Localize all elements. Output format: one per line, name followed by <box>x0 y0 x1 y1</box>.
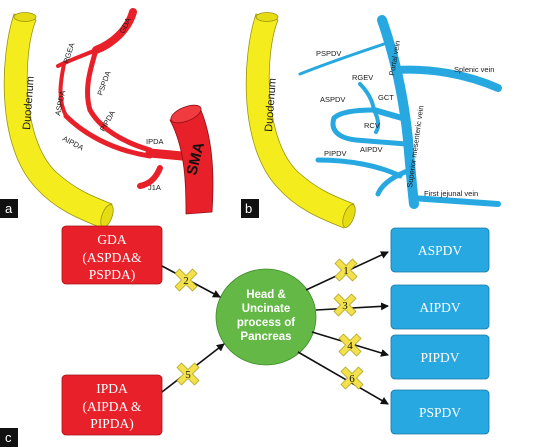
pancreas-node <box>215 268 317 366</box>
aipdv-box <box>390 284 490 330</box>
pancreas-line4: Pancreas <box>240 331 291 343</box>
x-marker-label: 6 <box>349 373 355 385</box>
pipdv-box-label: PIPDV <box>420 350 459 365</box>
aipdv-box-label: AIPDV <box>419 300 461 315</box>
panel-c: GDA (ASPDA& PSPDA) IPDA (AIPDA & PIPDA) … <box>0 225 490 447</box>
panel-a-tag-bg <box>0 199 18 218</box>
x-marker-6: 6 <box>340 366 364 390</box>
pancreas-line1: Head & <box>246 289 286 301</box>
panel-a-tag: a <box>5 201 13 216</box>
j1a-vessel <box>137 165 163 189</box>
pspda-vessel <box>85 47 99 113</box>
label-rgev: RGEV <box>352 73 373 82</box>
label-j1a: J1A <box>148 183 161 192</box>
rgev-vessel <box>358 82 376 112</box>
arrow-pancreas-to-pspdv <box>297 351 389 405</box>
panel-c-tag: c <box>5 430 12 445</box>
panel-b: Duodenum PSPDV Portal vein Splenic vein … <box>241 12 502 229</box>
x-marker-2: 2 <box>174 268 198 292</box>
portal-smv-trunk <box>377 15 419 209</box>
x-marker-3: 3 <box>333 293 357 317</box>
duodenum-label-b: Duodenum <box>263 78 279 133</box>
label-ipda: IPDA <box>146 137 164 146</box>
gda-box-line1: GDA <box>97 232 126 247</box>
ipda-box-line1: IPDA <box>96 381 128 396</box>
aipda-vessel <box>63 113 153 159</box>
duodenum-shape-b <box>245 13 355 229</box>
aspdv-box <box>390 227 490 273</box>
x-marker-label: 5 <box>185 369 191 381</box>
pspdv-box <box>390 389 490 435</box>
aspdv-vessel <box>331 107 377 121</box>
sma-vessel <box>169 107 214 215</box>
panel-a: Duodenum GDA RGEA PSPDA ASPDA PIPDA AIPD… <box>0 8 214 229</box>
x-marker-label: 1 <box>343 265 349 277</box>
ipda-vessel <box>145 148 187 161</box>
label-rcv: RCV <box>364 121 380 130</box>
panel-c-tag-bg <box>0 428 18 447</box>
lower-branch-vessel <box>375 167 413 197</box>
ipda-box-line3: PIPDA) <box>90 416 134 431</box>
label-pipdv: PIPDV <box>324 149 347 158</box>
pancreas-line2: Uncinate <box>242 303 291 315</box>
aspdv-box-label: ASPDV <box>418 243 463 258</box>
duodenum-label-a: Duodenum <box>21 76 37 131</box>
ipda-box-line2: (AIPDA & <box>83 399 142 414</box>
label-jejunal: First jejunal vein <box>424 189 478 198</box>
gda-box-line2: (ASPDA& <box>82 250 142 265</box>
jejunal-vessel <box>409 195 501 207</box>
pancreas-line3: process of <box>237 317 295 329</box>
label-rgea: RGEA <box>61 42 76 65</box>
x-marker-4: 4 <box>338 333 362 357</box>
aspda-vessel <box>58 62 68 118</box>
pspdv-box-label: PSPDV <box>419 405 461 420</box>
rcv-vessel <box>372 108 381 134</box>
label-splenic: Splenic vein <box>454 65 494 74</box>
x-marker-5: 5 <box>176 362 200 386</box>
pipda-vessel <box>87 107 153 153</box>
label-aipda: AIPDA <box>61 134 85 153</box>
x-marker-label: 3 <box>342 300 348 312</box>
splenic-vein <box>392 65 502 92</box>
pipdv-box <box>390 334 490 380</box>
gda-box <box>61 225 163 285</box>
panel-b-tag: b <box>245 201 252 216</box>
rgea-vessel <box>56 48 98 68</box>
ipda-box <box>61 374 163 436</box>
gda-vessel <box>92 8 137 54</box>
pipdv-vessel <box>315 157 403 179</box>
label-gct: GCT <box>378 93 394 102</box>
panel-b-tag-bg <box>241 199 259 218</box>
gct-vessel <box>371 107 405 121</box>
x-marker-label: 2 <box>183 275 189 287</box>
pspdv-vessel <box>298 40 392 76</box>
gda-box-line3: PSPDA) <box>89 267 136 282</box>
label-pspdv: PSPDV <box>316 49 341 58</box>
x-marker-1: 1 <box>334 258 358 282</box>
label-aipdv: AIPDV <box>360 145 383 154</box>
x-marker-label: 4 <box>347 340 353 352</box>
aipdv-vessel <box>330 115 409 147</box>
label-pspda: PSPDA <box>95 70 112 97</box>
ligation-markers: 2 5 1 3 4 6 <box>174 258 364 390</box>
label-aspdv: ASPDV <box>320 95 345 104</box>
